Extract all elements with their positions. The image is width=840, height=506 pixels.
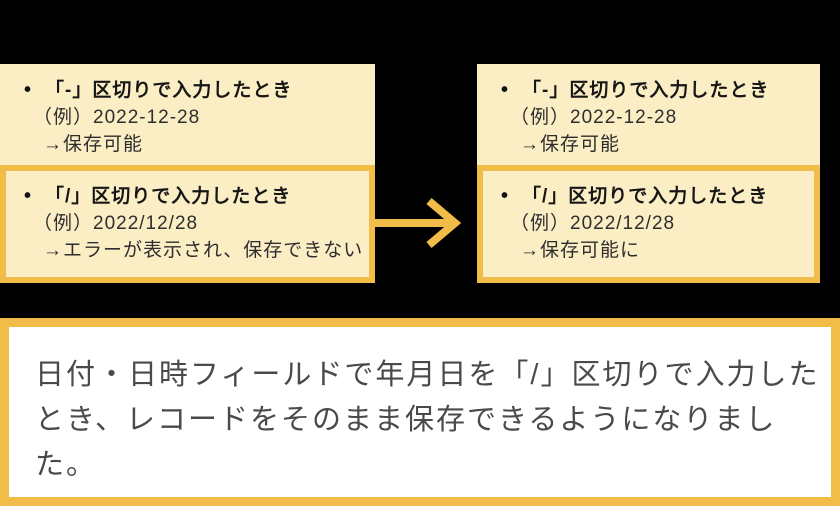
bullet-icon: • <box>24 79 33 101</box>
caption-line: た。 <box>35 449 98 481</box>
section-title: 「/」区切りで入力したとき <box>522 186 769 207</box>
after-slash-section-highlighted: • 「/」区切りで入力したとき （例）2022/12/28 →保存可能に <box>477 165 820 283</box>
section-title: 「-」区切りで入力したとき <box>45 80 293 101</box>
after-panel: • 「-」区切りで入力したとき （例）2022-12-28 →保存可能 • 「/」区… <box>477 64 820 283</box>
section-title-row: • 「-」区切りで入力したとき <box>501 77 814 104</box>
before-panel: • 「-」区切りで入力したとき （例）2022-12-28 →保存可能 • 「/」区… <box>0 64 375 283</box>
section-title-row: • 「/」区切りで入力したとき <box>501 183 812 210</box>
after-dash-section: • 「-」区切りで入力したとき （例）2022-12-28 →保存可能 <box>477 64 820 165</box>
section-example: （例）2022-12-28 <box>510 107 678 128</box>
caption-box: 日付・日時フィールドで年月日を「/」区切りで入力した とき、レコードをそのまま保… <box>0 318 840 506</box>
section-example: （例）2022/12/28 <box>33 213 199 234</box>
bullet-icon: • <box>501 79 510 101</box>
section-example: （例）2022/12/28 <box>510 213 676 234</box>
caption-line: 日付・日時フィールドで年月日を「/」区切りで入力した <box>35 359 820 391</box>
section-result: →保存可能に <box>520 240 641 261</box>
before-slash-section-highlighted: • 「/」区切りで入力したとき （例）2022/12/28 →エラーが表示され、保… <box>0 165 375 283</box>
transition-arrow-icon <box>371 197 467 249</box>
section-result: →エラーが表示され、保存できない <box>43 240 364 261</box>
before-dash-section: • 「-」区切りで入力したとき （例）2022-12-28 →保存可能 <box>0 64 375 165</box>
section-result: →保存可能 <box>43 134 144 155</box>
section-title: 「/」区切りで入力したとき <box>45 186 292 207</box>
section-example: （例）2022-12-28 <box>33 107 201 128</box>
bullet-icon: • <box>24 185 33 207</box>
bullet-icon: • <box>501 185 510 207</box>
section-title-row: • 「-」区切りで入力したとき <box>24 77 369 104</box>
section-title-row: • 「/」区切りで入力したとき <box>24 183 367 210</box>
section-result: →保存可能 <box>520 134 621 155</box>
caption-line: とき、レコードをそのまま保存できるようになりまし <box>35 404 777 436</box>
section-title: 「-」区切りで入力したとき <box>522 80 770 101</box>
